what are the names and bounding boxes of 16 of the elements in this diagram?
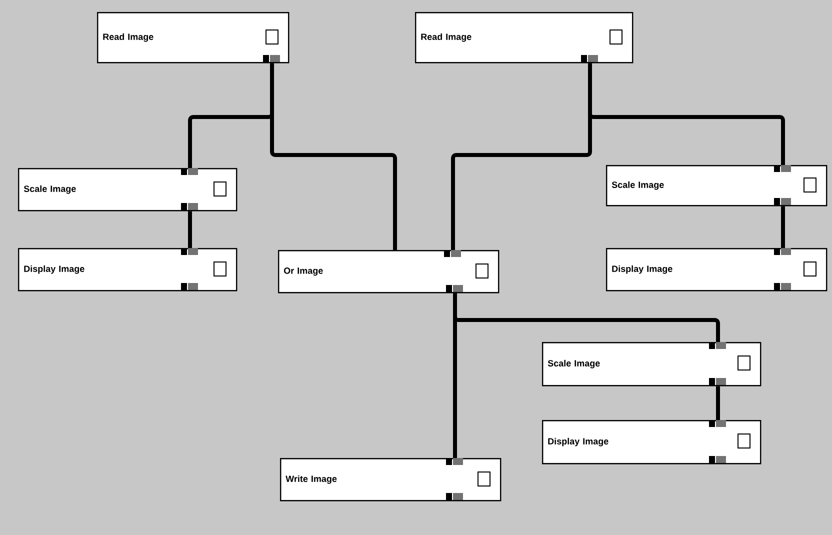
module-box: Display Image — [606, 248, 828, 292]
module-box: Write Image — [280, 458, 502, 502]
module-box: Scale Image — [18, 168, 238, 212]
module-box: Display Image — [18, 248, 238, 292]
connector-line — [781, 206, 785, 248]
connector-line — [453, 293, 457, 458]
module-box: Or Image — [278, 250, 500, 294]
connector-line — [270, 63, 397, 250]
module-box: Scale Image — [606, 165, 828, 206]
connector-line — [716, 386, 720, 420]
module-box: Read Image — [415, 12, 634, 64]
module-box: Read Image — [97, 12, 290, 64]
connector-line — [188, 211, 192, 248]
connector-line — [588, 63, 785, 165]
module-box: Display Image — [542, 420, 762, 464]
module-box: Scale Image — [542, 342, 762, 386]
